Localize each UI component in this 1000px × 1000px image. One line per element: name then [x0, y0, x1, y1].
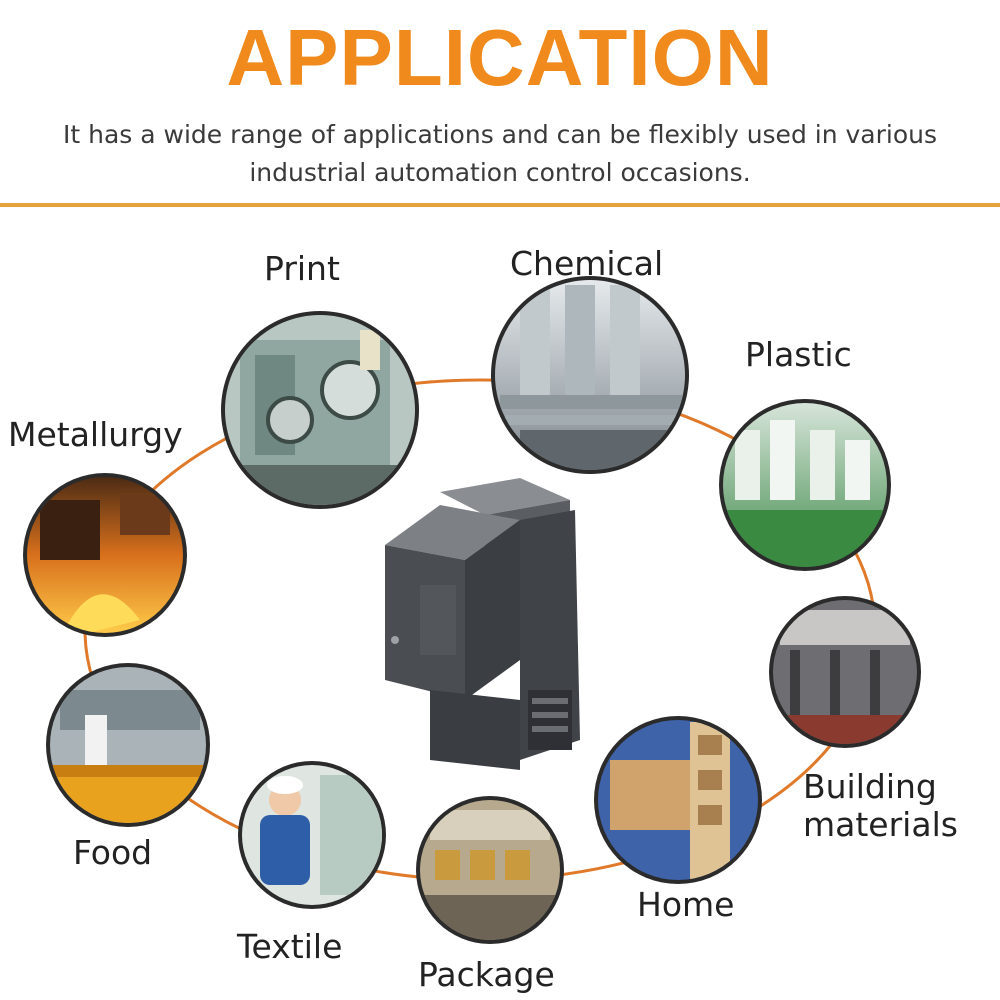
metallurgy-photo [23, 473, 187, 637]
label-food: Food [73, 833, 153, 872]
package-photo [416, 796, 564, 944]
textile-photo [238, 761, 386, 909]
label-metallurgy: Metallurgy [8, 415, 183, 454]
label-plastic: Plastic [745, 335, 852, 374]
building-materials-photo [769, 596, 921, 748]
print-photo [221, 311, 419, 509]
plc-module-graphic [385, 478, 580, 770]
label-building-line-1: Building [803, 767, 937, 806]
header-divider [0, 203, 1000, 207]
subtitle-line-1: It has a wide range of applications and … [63, 120, 937, 149]
page-subtitle: It has a wide range of applications and … [0, 116, 1000, 192]
home-photo [594, 716, 762, 884]
plastic-photo [719, 399, 891, 571]
label-building-materials: Building materials [803, 768, 958, 844]
subtitle-line-2: industrial automation control occasions. [249, 158, 751, 187]
label-chemical: Chemical [510, 244, 664, 283]
page-title: APPLICATION [226, 13, 774, 102]
label-building-line-2: materials [803, 805, 958, 844]
label-textile: Textile [237, 927, 343, 966]
label-package: Package [418, 955, 555, 994]
label-print: Print [264, 249, 340, 288]
food-photo [46, 663, 210, 827]
chemical-photo [491, 276, 689, 474]
label-home: Home [637, 885, 735, 924]
